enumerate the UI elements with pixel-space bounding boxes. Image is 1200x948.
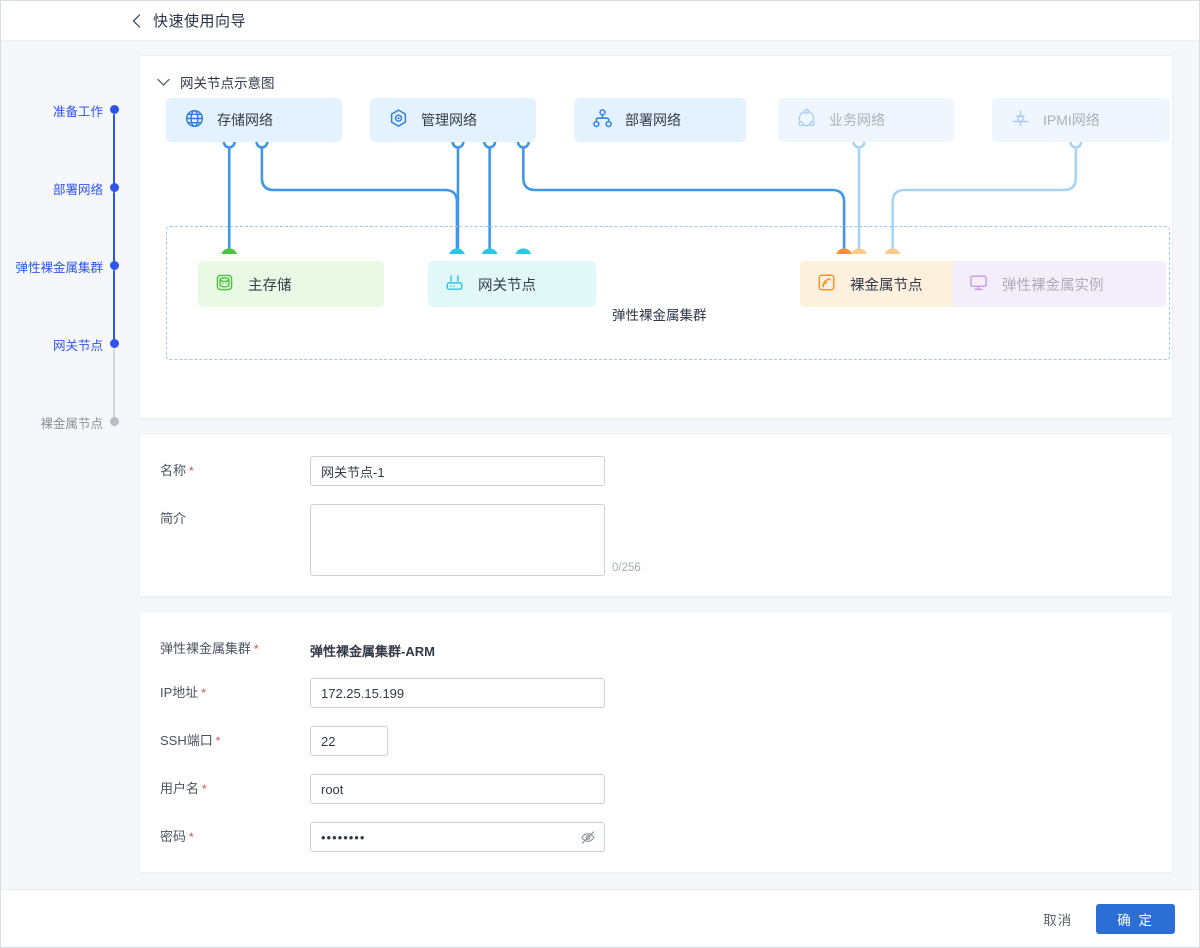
ip-label: IP地址* — [160, 685, 206, 700]
signal-icon — [816, 272, 837, 297]
step-connector-line — [112, 270, 116, 348]
description-textarea[interactable] — [310, 504, 605, 576]
step-dot-icon — [110, 261, 119, 270]
network-box-ipmi[interactable]: IPMI网络 — [992, 98, 1170, 142]
required-mark: * — [215, 734, 221, 748]
form-row-ip: IP地址* — [140, 678, 1172, 708]
network-label: 业务网络 — [829, 112, 885, 128]
router-icon — [444, 272, 465, 297]
dialog-footer: 取消 确 定 — [1, 889, 1199, 947]
database-icon — [214, 272, 235, 297]
gateway-diagram-card: 网关节点示意图 — [139, 55, 1173, 419]
network-box-business[interactable]: 业务网络 — [778, 98, 954, 142]
chevron-down-icon[interactable] — [156, 75, 170, 89]
ip-address-input[interactable] — [310, 678, 605, 708]
required-mark: * — [189, 464, 194, 478]
node-box-gateway[interactable]: 网关节点 — [428, 261, 596, 307]
description-counter: 0/256 — [612, 562, 641, 574]
network-box-deploy[interactable]: 部署网络 — [574, 98, 746, 142]
step-item-3[interactable]: 网关节点 — [1, 337, 125, 426]
username-input[interactable] — [310, 774, 605, 804]
network-box-storage[interactable]: 存储网络 — [166, 98, 342, 142]
window-header: 快速使用向导 — [1, 1, 1199, 41]
elastic-baremetal-cluster-zone — [166, 226, 1170, 360]
step-connector-line — [112, 348, 116, 426]
step-label: 弹性裸金属集群 — [15, 261, 103, 275]
diagram-header[interactable]: 网关节点示意图 — [140, 56, 1172, 92]
basic-info-form-card: 名称* 简介 0/256 — [139, 433, 1173, 597]
wizard-body: 准备工作 部署网络 弹性裸金属集群 网关节点 裸金属节点 — [1, 41, 1199, 889]
node-box-main-storage[interactable]: 主存储 — [198, 261, 384, 307]
step-item-0[interactable]: 准备工作 — [1, 103, 125, 192]
step-dot-icon — [110, 417, 119, 426]
eye-off-icon[interactable] — [580, 829, 596, 845]
step-label: 网关节点 — [52, 339, 103, 353]
name-label: 名称* — [160, 463, 194, 478]
form-row-password: 密码* — [140, 822, 1172, 852]
password-input[interactable] — [310, 822, 605, 852]
page-title: 快速使用向导 — [153, 13, 247, 30]
name-input[interactable] — [310, 456, 605, 486]
step-connector-line — [112, 114, 116, 192]
node-label: 主存储 — [248, 277, 292, 294]
ssh-port-label: SSH端口* — [160, 733, 221, 748]
password-label: 密码* — [160, 829, 194, 844]
node-label: 网关节点 — [478, 277, 536, 294]
step-item-4[interactable]: 裸金属节点 — [1, 415, 125, 493]
wizard-steps-rail: 准备工作 部署网络 弹性裸金属集群 网关节点 裸金属节点 — [1, 41, 125, 889]
cancel-button[interactable]: 取消 — [1037, 904, 1078, 934]
hexagon-dot-icon — [388, 108, 409, 132]
wizard-main-column: 网关节点示意图 — [125, 41, 1199, 889]
step-label: 准备工作 — [52, 105, 103, 119]
username-label: 用户名* — [160, 781, 207, 796]
required-mark: * — [201, 686, 206, 700]
ssh-port-input[interactable] — [310, 726, 388, 756]
network-label: IPMI网络 — [1043, 112, 1100, 128]
required-mark: * — [254, 642, 259, 656]
form-row-ssh-port: SSH端口* — [140, 726, 1172, 756]
required-mark: * — [189, 830, 194, 844]
hierarchy-icon — [592, 108, 613, 132]
diagram-canvas: 存储网络 管理网络 — [152, 92, 1170, 404]
step-label: 裸金属节点 — [40, 417, 103, 431]
step-connector-line — [112, 192, 116, 270]
cluster-label: 弹性裸金属集群* — [160, 641, 259, 656]
share-nodes-icon — [796, 108, 817, 132]
confirm-button[interactable]: 确 定 — [1096, 903, 1175, 934]
form-row-description: 简介 0/256 — [140, 504, 1172, 576]
node-label: 弹性裸金属实例 — [1002, 277, 1104, 294]
network-label: 部署网络 — [625, 112, 681, 128]
diagram-title: 网关节点示意图 — [180, 76, 275, 91]
back-chevron-icon[interactable] — [129, 13, 143, 28]
cluster-value: 弹性裸金属集群-ARM — [310, 644, 435, 659]
step-dot-icon — [110, 339, 119, 348]
network-label: 管理网络 — [421, 112, 477, 128]
cluster-zone-label: 弹性裸金属集群 — [612, 308, 707, 323]
globe-icon — [184, 108, 205, 132]
network-box-management[interactable]: 管理网络 — [370, 98, 536, 142]
form-row-cluster: 弹性裸金属集群* 弹性裸金属集群-ARM — [140, 634, 1172, 660]
node-box-elastic-instance[interactable]: 弹性裸金属实例 — [952, 261, 1166, 307]
step-item-1[interactable]: 部署网络 — [1, 181, 125, 270]
step-dot-icon — [110, 105, 119, 114]
step-label: 部署网络 — [52, 183, 103, 197]
connection-form-card: 弹性裸金属集群* 弹性裸金属集群-ARM IP地址* SSH端口* — [139, 611, 1173, 873]
node-label: 裸金属节点 — [850, 277, 923, 294]
node-box-baremetal[interactable]: 裸金属节点 — [800, 261, 970, 307]
monitor-icon — [968, 272, 989, 297]
form-row-username: 用户名* — [140, 774, 1172, 804]
ipmi-pin-icon — [1010, 108, 1031, 132]
step-dot-icon — [110, 183, 119, 192]
required-mark: * — [202, 782, 207, 796]
step-item-2[interactable]: 弹性裸金属集群 — [1, 259, 125, 348]
form-row-name: 名称* — [140, 456, 1172, 486]
network-label: 存储网络 — [217, 112, 273, 128]
description-label: 简介 — [160, 511, 187, 526]
